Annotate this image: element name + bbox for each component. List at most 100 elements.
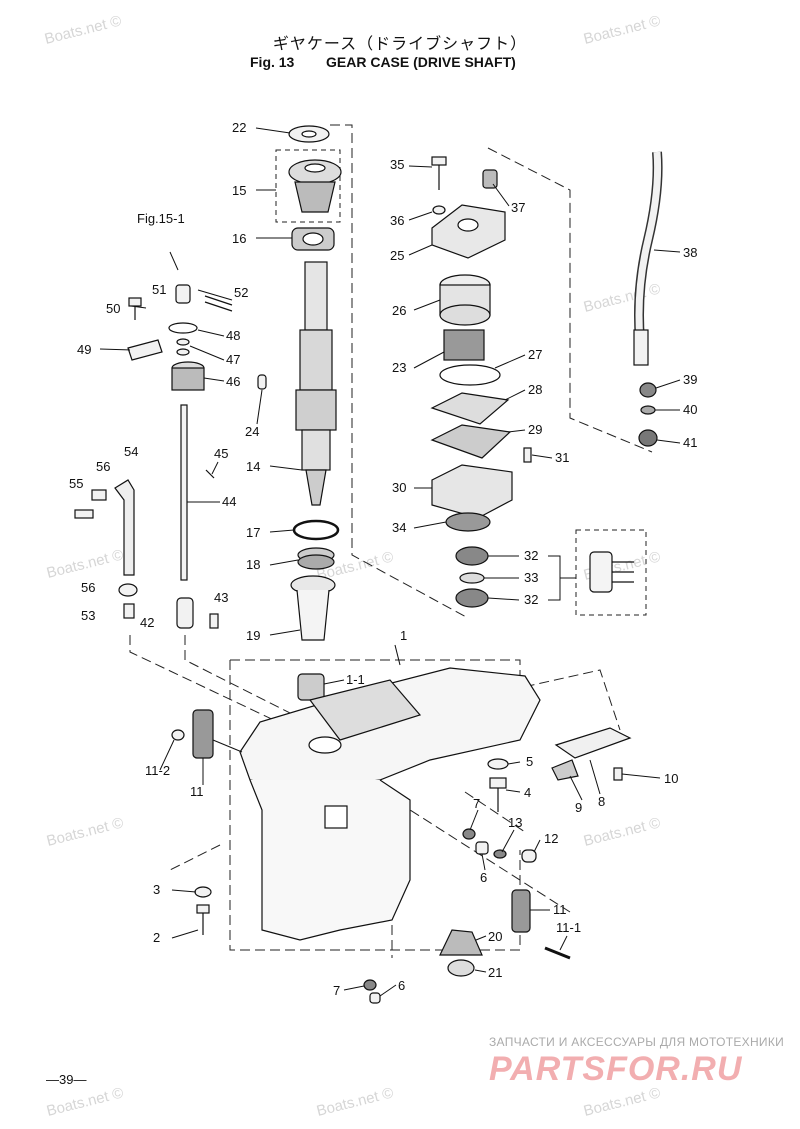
bolt-55: [74, 509, 94, 519]
washer-33: [459, 572, 485, 584]
callout-21: 21: [488, 965, 502, 980]
plate-49: [127, 339, 163, 361]
bolt-35: [431, 156, 447, 190]
callout-23: 23: [392, 360, 406, 375]
callout-labels: 22 15 16 Fig.15-1 51 52 50 48 49 47 46 2…: [69, 120, 697, 998]
plug-6b: [369, 992, 381, 1004]
callout-49: 49: [77, 342, 91, 357]
key-24: [257, 374, 267, 390]
callout-16: 16: [232, 231, 246, 246]
callout-47: 47: [226, 352, 240, 367]
callout-29: 29: [528, 422, 542, 437]
figure-number: Fig. 13: [250, 54, 295, 70]
anode-11: [192, 709, 214, 759]
callout-8: 8: [598, 794, 605, 809]
watermark: Boats.net ©: [582, 280, 662, 316]
callout-7b: 7: [333, 983, 340, 998]
callout-11-1: 11-1: [556, 920, 581, 935]
callout-37: 37: [511, 200, 525, 215]
callout-fig15-1: Fig.15-1: [137, 211, 185, 226]
callout-26: 26: [392, 303, 406, 318]
callout-5: 5: [526, 754, 533, 769]
washer-40: [640, 405, 656, 415]
callout-42: 42: [140, 615, 154, 630]
parts: [74, 125, 663, 1004]
callout-20: 20: [488, 929, 502, 944]
callout-48: 48: [226, 328, 240, 343]
callout-14: 14: [246, 459, 260, 474]
callout-44: 44: [222, 494, 236, 509]
bearing-32a: [455, 546, 489, 566]
callout-41: 41: [683, 435, 697, 450]
plate-8: [554, 727, 632, 759]
connector-42: [176, 597, 194, 629]
callout-52: 52: [234, 285, 248, 300]
callout-27: 27: [528, 347, 542, 362]
screw-10: [613, 767, 623, 781]
sleeve-19: [290, 575, 336, 641]
watermark: Boats.net ©: [43, 12, 123, 48]
seal-41: [638, 429, 658, 447]
washer-7b: [363, 979, 377, 991]
bearing-16: [291, 227, 335, 251]
anode-11b: [511, 889, 531, 933]
callout-31: 31: [555, 450, 569, 465]
watermark: Boats.net ©: [315, 1084, 395, 1120]
oring-47: [176, 338, 190, 346]
callout-32: 32: [524, 548, 538, 563]
washer-22: [288, 125, 330, 143]
pin-45: [205, 469, 215, 479]
callout-46: 46: [226, 374, 240, 389]
pin-52: [204, 295, 233, 312]
clip-56b: [118, 583, 138, 597]
callout-55: 55: [69, 476, 83, 491]
oring-47b: [176, 348, 190, 356]
insert-26: [439, 274, 491, 326]
leader-lines: [99, 127, 681, 997]
bolt-4: [489, 777, 507, 812]
callout-6: 6: [480, 870, 487, 885]
inset-tool: [589, 551, 634, 593]
seal-17: [292, 519, 340, 541]
callout-6b: 6: [398, 978, 405, 993]
callout-17: 17: [246, 525, 260, 540]
plug-6: [475, 841, 489, 855]
callout-56: 56: [96, 459, 110, 474]
callout-33: 33: [524, 570, 538, 585]
callout-11: 11: [190, 784, 204, 799]
watermark: Boats.net ©: [45, 546, 125, 582]
callout-39: 39: [683, 372, 697, 387]
callout-36: 36: [390, 213, 404, 228]
bushing-1-1: [297, 673, 325, 701]
nut-21: [447, 959, 475, 977]
joint-53: [123, 603, 135, 619]
callout-22: 22: [232, 120, 246, 135]
callout-38: 38: [683, 245, 697, 260]
figure-title-japanese: ギヤケース（ドライブシャフト）: [272, 34, 528, 53]
pin-31: [523, 447, 532, 463]
drive-shaft-14: [295, 261, 337, 506]
callout-50: 50: [106, 301, 120, 316]
pump-housing-30: [431, 464, 513, 519]
page-number: —39—: [46, 1072, 87, 1087]
watermark: Boats.net ©: [45, 1084, 125, 1120]
callout-4: 4: [524, 785, 531, 800]
callout-9: 9: [575, 800, 582, 815]
impeller-23: [443, 329, 485, 361]
bolt-2: [196, 904, 210, 935]
watermark: Boats.net ©: [45, 814, 125, 850]
pinion-20: [439, 929, 483, 956]
bearing-32b: [455, 588, 489, 608]
screw-11-2: [171, 729, 185, 741]
shift-rod-44: [180, 404, 188, 581]
callout-24: 24: [245, 424, 259, 439]
callout-28: 28: [528, 382, 542, 397]
bolt-50: [128, 297, 142, 320]
figure-title: GEAR CASE (DRIVE SHAFT): [326, 54, 516, 70]
callout-45: 45: [214, 446, 228, 461]
callout-34: 34: [392, 520, 406, 535]
screw-11-1: [544, 946, 571, 960]
callout-32b: 32: [524, 592, 538, 607]
washer-3: [194, 886, 212, 898]
